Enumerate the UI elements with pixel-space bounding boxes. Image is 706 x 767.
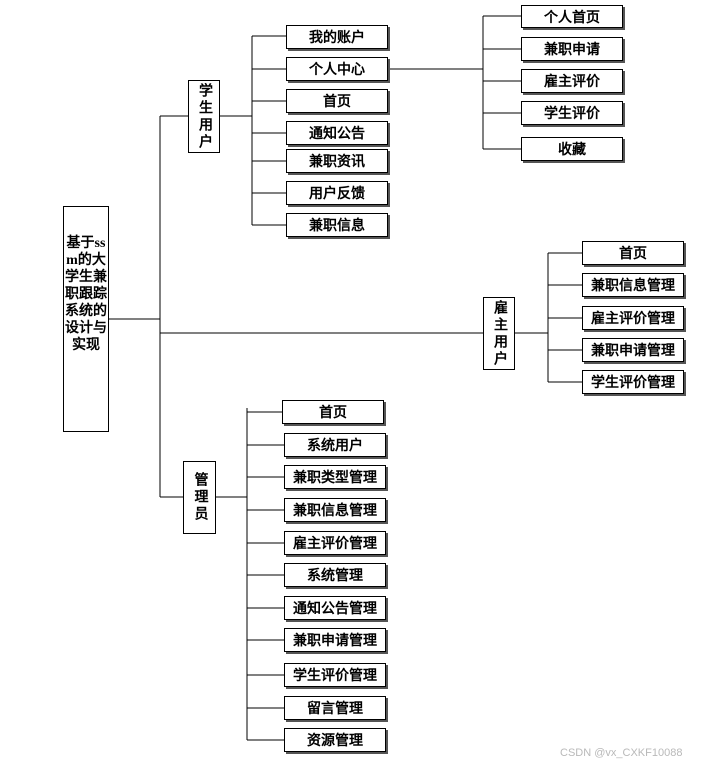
personal-center-student-review: 学生评价 bbox=[521, 101, 623, 125]
admin-module-student-review-mgmt: 学生评价管理 bbox=[284, 663, 386, 687]
student-module-job-info: 兼职信息 bbox=[286, 213, 388, 237]
admin-module-system-users: 系统用户 bbox=[284, 433, 386, 457]
employer-module-employer-review-mgmt: 雇主评价管理 bbox=[582, 306, 684, 330]
admin-module-resource-mgmt: 资源管理 bbox=[284, 728, 386, 752]
employer-module-home: 首页 bbox=[582, 241, 684, 265]
employer-user-node: 雇主用户 bbox=[483, 297, 515, 370]
student-module-job-news: 兼职资讯 bbox=[286, 149, 388, 173]
personal-center-employer-review: 雇主评价 bbox=[521, 69, 623, 93]
student-user-node: 学生用户 bbox=[188, 80, 220, 153]
student-module-my-account: 我的账户 bbox=[286, 25, 388, 49]
admin-module-job-type-mgmt: 兼职类型管理 bbox=[284, 465, 386, 489]
admin-module-employer-review-mgmt: 雇主评价管理 bbox=[284, 531, 386, 555]
root-system-title: 基于ssm的大学生兼职跟踪系统的设计与实现 bbox=[63, 206, 109, 432]
employer-module-student-review-mgmt: 学生评价管理 bbox=[582, 370, 684, 394]
student-module-home: 首页 bbox=[286, 89, 388, 113]
student-module-personal-center: 个人中心 bbox=[286, 57, 388, 81]
admin-module-system-mgmt: 系统管理 bbox=[284, 563, 386, 587]
admin-module-job-info-mgmt: 兼职信息管理 bbox=[284, 498, 386, 522]
admin-module-message-mgmt: 留言管理 bbox=[284, 696, 386, 720]
employer-module-job-info-mgmt: 兼职信息管理 bbox=[582, 273, 684, 297]
personal-center-favorites: 收藏 bbox=[521, 137, 623, 161]
admin-node: 管理员 bbox=[183, 461, 216, 534]
student-module-feedback: 用户反馈 bbox=[286, 181, 388, 205]
student-module-notices: 通知公告 bbox=[286, 121, 388, 145]
employer-module-job-apply-mgmt: 兼职申请管理 bbox=[582, 338, 684, 362]
personal-center-home: 个人首页 bbox=[521, 5, 623, 28]
admin-module-job-apply-mgmt: 兼职申请管理 bbox=[284, 628, 386, 652]
watermark: CSDN @vx_CXKF10088 bbox=[560, 747, 683, 759]
personal-center-job-apply: 兼职申请 bbox=[521, 37, 623, 61]
admin-module-home: 首页 bbox=[282, 400, 384, 424]
admin-module-notice-mgmt: 通知公告管理 bbox=[284, 596, 386, 620]
